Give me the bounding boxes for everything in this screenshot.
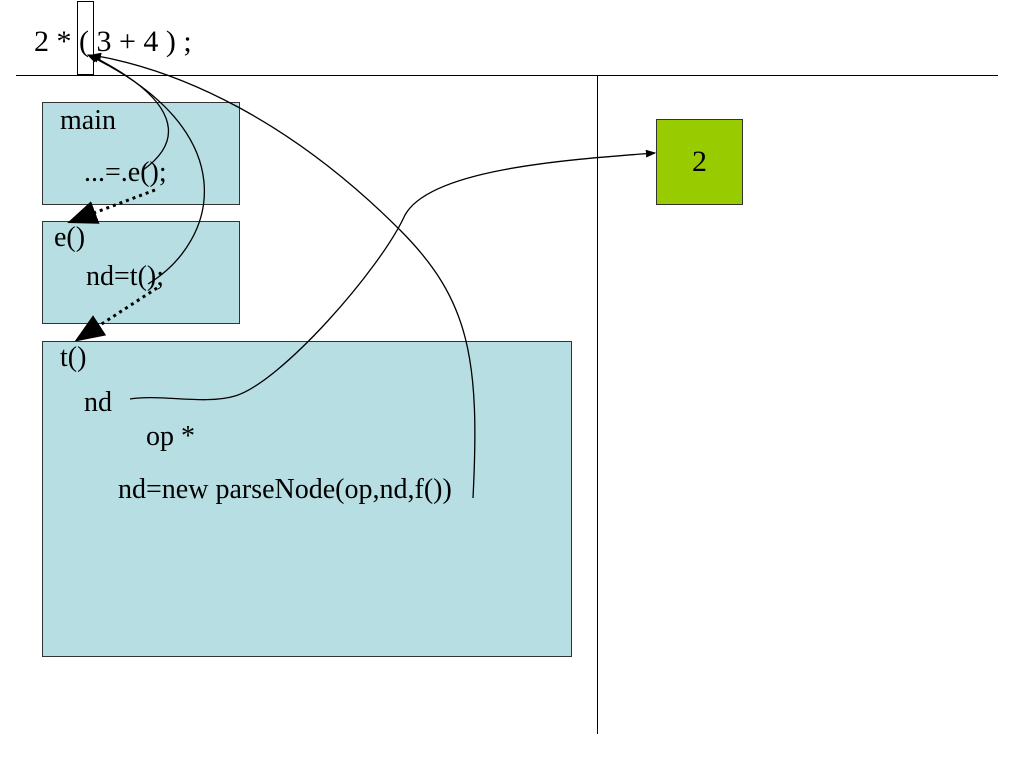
e-frame-code: nd=t(); — [86, 261, 164, 292]
t-frame-op-label: op * — [146, 421, 195, 452]
token-cursor-box — [77, 1, 94, 75]
main-frame-label: main — [60, 105, 116, 136]
expression-text: 2 * ( 3 + 4 ) ; — [34, 25, 192, 58]
t-frame-nd-label: nd — [84, 387, 112, 418]
main-frame-code: ...=.e(); — [84, 157, 167, 188]
vertical-divider — [597, 76, 598, 734]
result-node-value: 2 — [692, 145, 707, 178]
horizontal-divider — [16, 75, 998, 76]
e-frame-label: e() — [54, 222, 86, 253]
t-frame-label: t() — [60, 342, 87, 373]
result-node-box: 2 — [656, 119, 743, 205]
t-frame-code: nd=new parseNode(op,nd,f()) — [118, 474, 452, 505]
